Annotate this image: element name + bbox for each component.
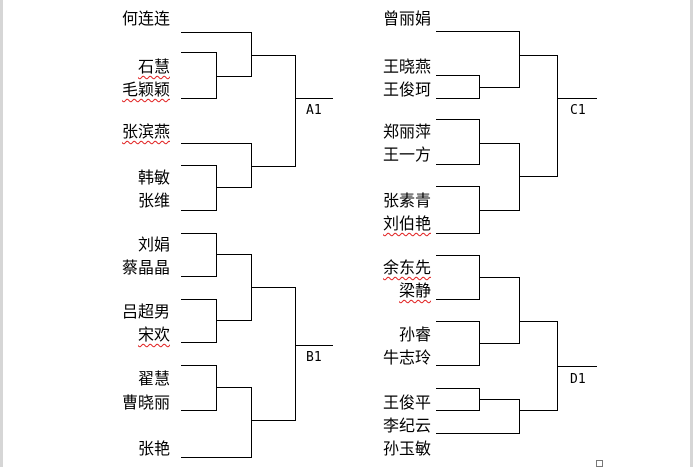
player-name: 张维	[137, 191, 170, 210]
player-name: 李纪云	[383, 416, 432, 435]
player-name: 曾丽娟	[383, 9, 432, 28]
player-name: 刘伯艳	[383, 214, 432, 233]
group-label-c1: C1	[570, 103, 586, 118]
player-name: 蔡晶晶	[121, 258, 170, 277]
window-right-border	[0, 0, 3, 467]
window-right-border	[690, 0, 693, 467]
player-name: 毛颖颖	[121, 80, 170, 99]
player-name: 刘娟	[137, 235, 170, 254]
player-name: 王一方	[383, 145, 432, 164]
player-name: 孙玉敏	[383, 439, 432, 458]
player-name: 宋欢	[137, 325, 170, 344]
group-label-a1: A1	[306, 103, 322, 118]
player-name: 吕超男	[121, 302, 170, 321]
player-name: 郑丽萍	[383, 122, 432, 141]
player-name: 张艳	[137, 439, 170, 458]
player-name: 何连连	[121, 9, 170, 28]
player-name: 王俊平	[383, 393, 432, 412]
player-name: 王俊珂	[383, 80, 432, 99]
paragraph-mark	[596, 460, 603, 467]
player-name: 翟慧	[137, 369, 170, 388]
player-name: 张素青	[383, 191, 432, 210]
player-name: 石慧	[137, 57, 170, 76]
group-label-d1: D1	[570, 372, 586, 387]
group-label-b1: B1	[306, 350, 322, 365]
player-name: 孙睿	[399, 325, 432, 344]
player-name: 张滨燕	[121, 122, 170, 141]
player-name: 牛志玲	[383, 348, 432, 367]
player-name: 梁静	[399, 281, 432, 300]
player-name: 曹晓丽	[121, 393, 170, 412]
player-name: 韩敏	[137, 168, 170, 187]
player-name: 余东先	[383, 258, 432, 277]
player-name: 王晓燕	[383, 57, 432, 76]
